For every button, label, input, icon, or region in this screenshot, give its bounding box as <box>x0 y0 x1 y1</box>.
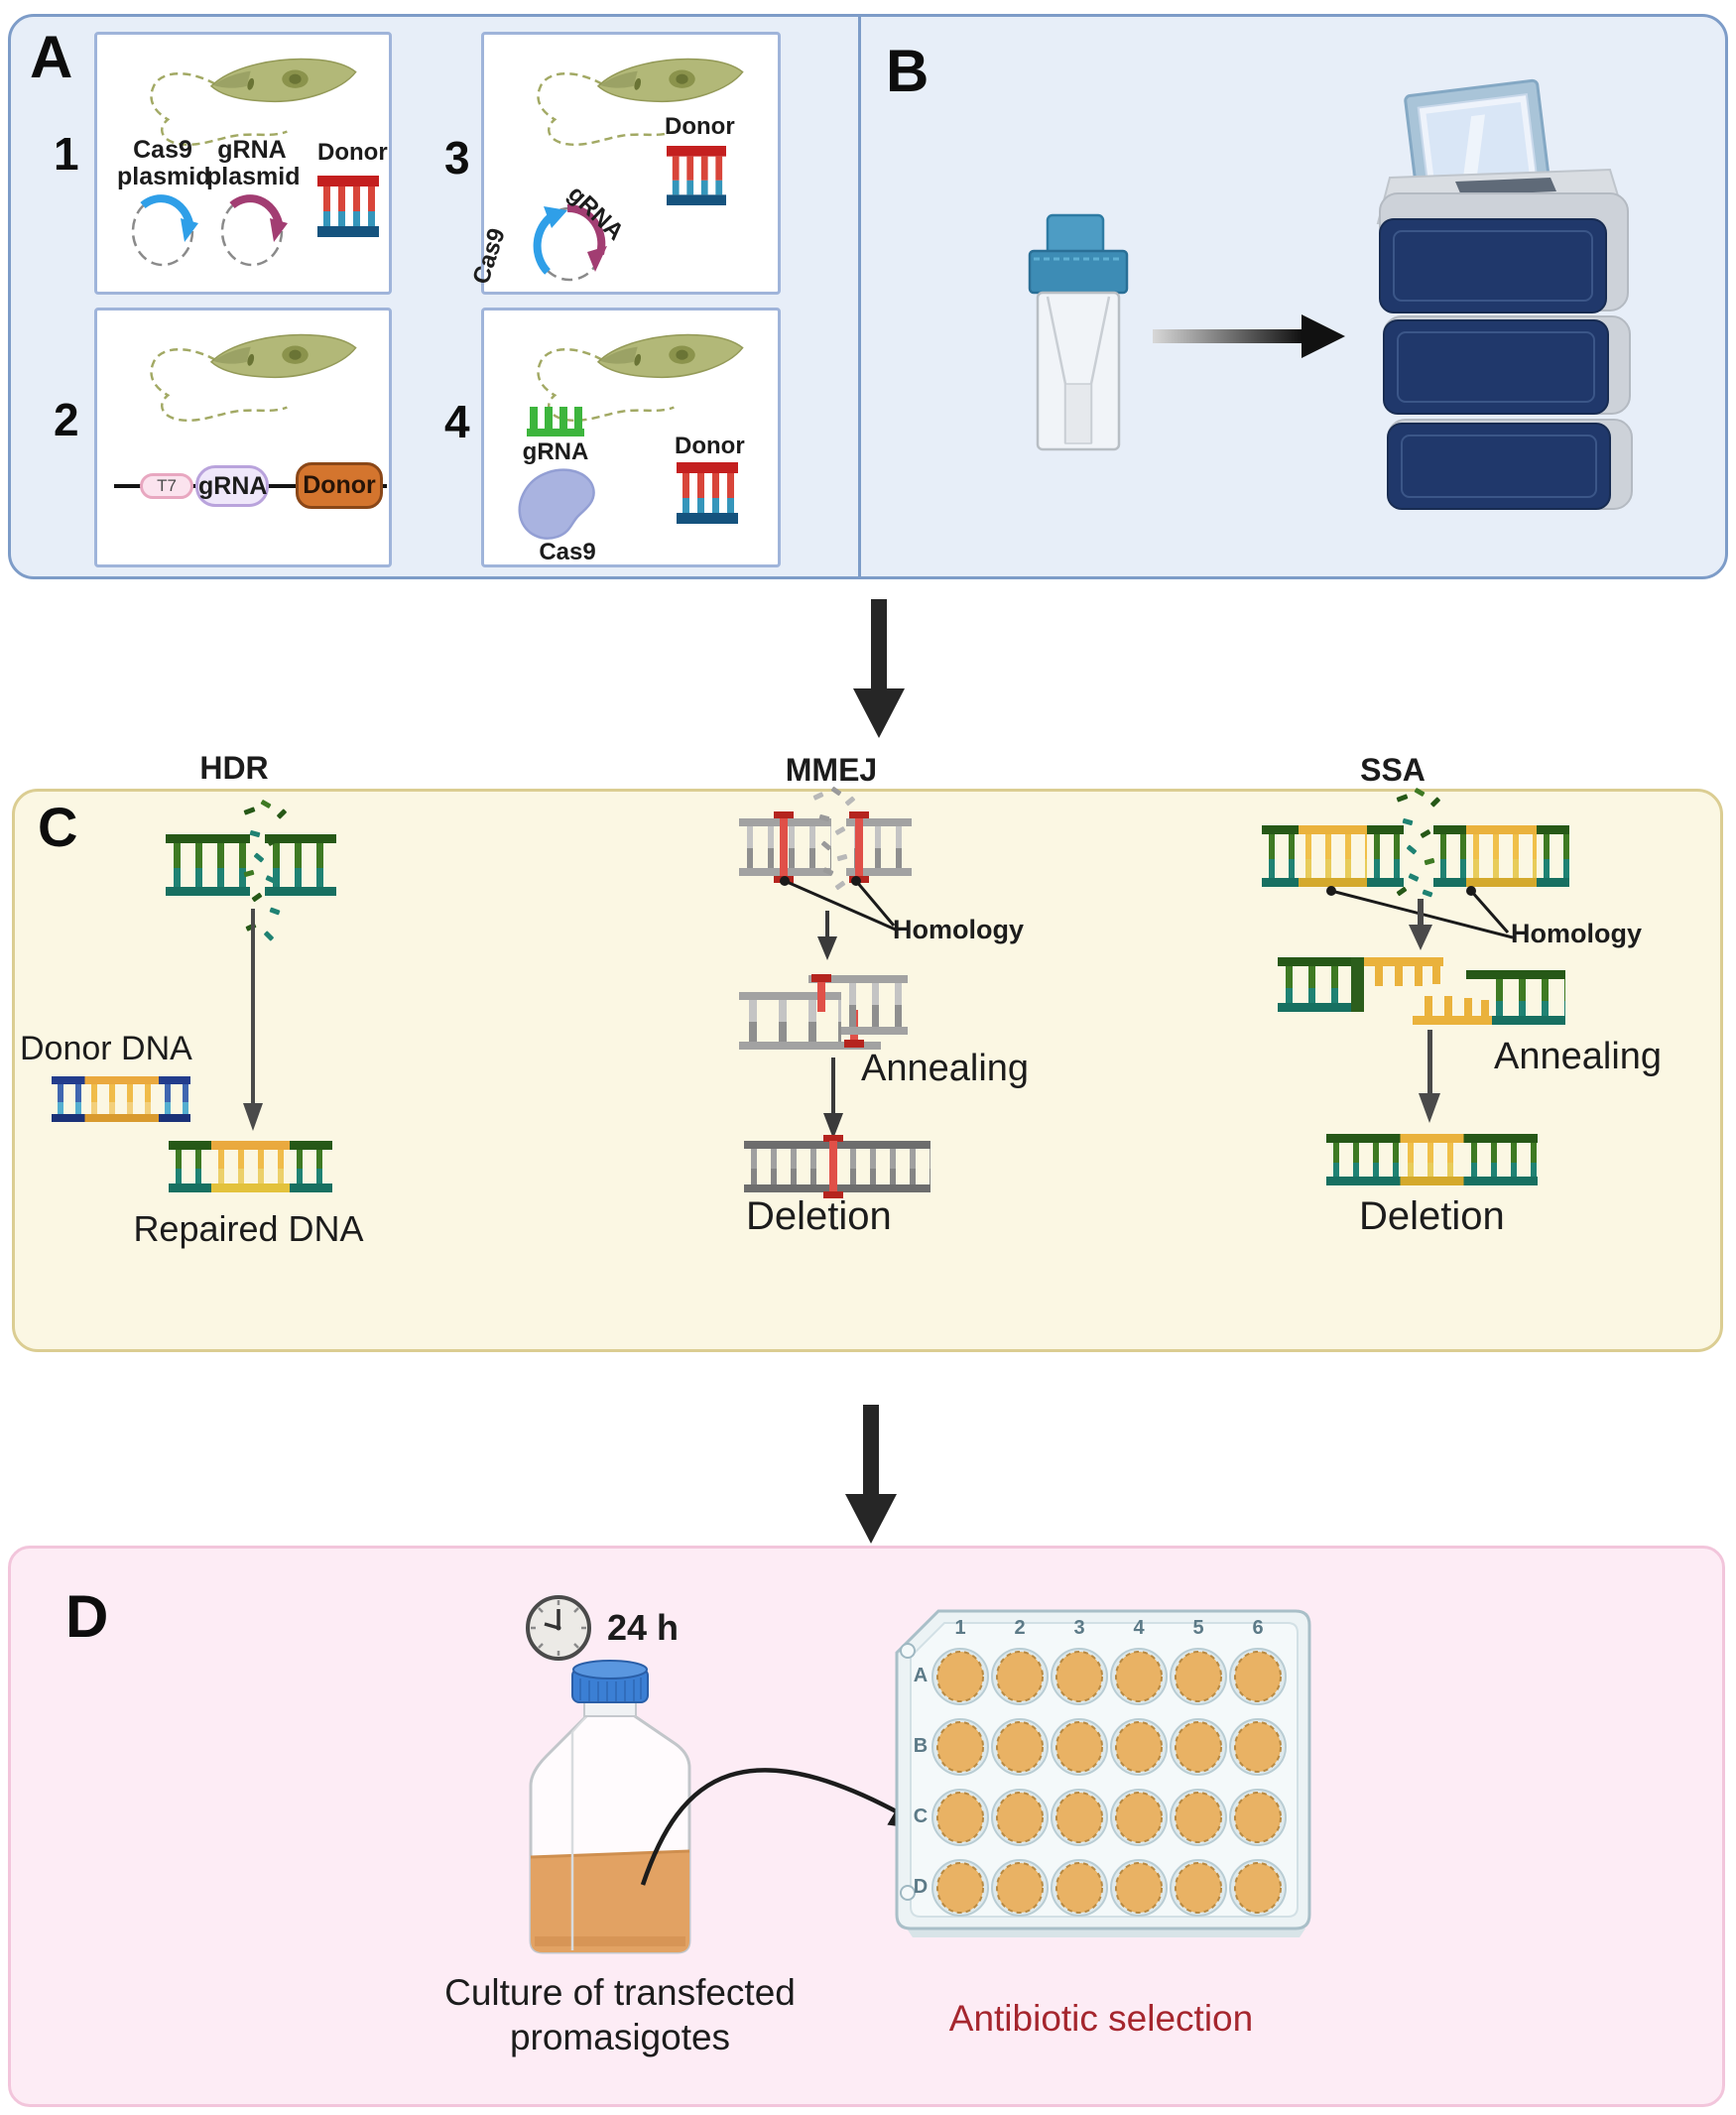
ssa-annealing-label: Annealing <box>1494 1036 1663 1077</box>
donor-label-sub1: Donor <box>317 139 388 166</box>
donor-dna-icon <box>317 176 379 237</box>
donor-dna-label: Donor DNA <box>20 1030 192 1067</box>
plate-row-b: B <box>913 1735 929 1757</box>
electroporator-icon <box>1376 78 1633 510</box>
subpanel-1-number: 1 <box>54 128 79 180</box>
plate-row-d: D <box>913 1876 929 1898</box>
plate-row-c: C <box>913 1805 929 1827</box>
right-arrow-icon <box>1153 314 1345 358</box>
ssa-broken-dna-right-icon <box>1433 825 1569 887</box>
cas9-label-sub4: Cas9 <box>539 539 596 565</box>
mmej-arrow-1-icon <box>817 911 837 960</box>
hdr-broken-dna-left-icon <box>166 834 250 896</box>
promastigote-parasite-icon <box>117 40 360 151</box>
donor-dna-icon <box>667 145 726 206</box>
ssa-broken-dna-left-icon <box>1262 825 1404 887</box>
repaired-dna-ladder-icon <box>169 1141 332 1192</box>
repaired-dna-label: Repaired DNA <box>133 1208 364 1249</box>
grna-plasmid-icon <box>220 194 288 267</box>
ssa-arrow-1-icon <box>1409 899 1432 950</box>
incubation-time-label: 24 h <box>607 1607 680 1648</box>
plate-col-6: 6 <box>1252 1617 1264 1639</box>
down-arrow-icon <box>853 599 905 738</box>
mmej-homology-pointer-icon <box>780 876 899 933</box>
donor-label-sub3: Donor <box>665 113 735 140</box>
subpanel-3-number: 3 <box>444 132 470 184</box>
subpanel-2-number: 2 <box>54 394 79 445</box>
panel-a-label: A <box>30 24 73 90</box>
panel-b-label: B <box>886 38 930 104</box>
ssa-deletion-label: Deletion <box>1359 1194 1505 1238</box>
cas9-grna-plasmid-icon <box>533 203 607 282</box>
t7-box: T7 <box>140 473 193 499</box>
subpanel-4-number: 4 <box>444 396 470 447</box>
plate-col-3: 3 <box>1073 1617 1085 1639</box>
plate-col-1: 1 <box>954 1617 966 1639</box>
plate-row-a: A <box>913 1665 929 1686</box>
well-plate: 1 2 3 4 5 6 A B C D <box>893 1607 1313 1938</box>
panel-ab-divider <box>858 16 861 577</box>
mmej-deletion-dna-icon <box>744 1141 930 1192</box>
electroporation-cuvette-icon <box>1028 213 1129 451</box>
grna-label-sub4: gRNA <box>522 438 589 465</box>
cas9-plasmid-icon <box>131 194 198 267</box>
grna-icon <box>527 407 584 436</box>
well-plate-icon <box>895 1609 1311 1937</box>
mmej-deletion-label: Deletion <box>746 1194 892 1238</box>
panel-d-label: D <box>65 1583 109 1650</box>
plate-col-4: 4 <box>1133 1617 1145 1639</box>
construct-grna-box: gRNA <box>195 465 269 507</box>
plate-col-5: 5 <box>1192 1617 1204 1639</box>
promastigote-parasite-icon <box>117 315 360 427</box>
mmej-title: MMEJ <box>785 752 878 788</box>
panel-c-label: C <box>38 796 78 858</box>
ssa-deletion-dna-icon <box>1326 1134 1538 1185</box>
construct-donor-box: Donor <box>296 462 383 509</box>
culture-flask-icon <box>529 1660 691 1954</box>
selection-caption: Antibiotic selection <box>948 1998 1254 2039</box>
curved-arrow-icon <box>640 1768 930 1886</box>
ssa-homology-label: Homology <box>1511 919 1642 948</box>
donor-dna-icon <box>677 462 738 524</box>
ssa-arrow-2-icon <box>1419 1030 1440 1123</box>
plate-col-2: 2 <box>1014 1617 1026 1639</box>
hdr-title: HDR <box>199 750 269 786</box>
hdr-broken-dna-right-icon <box>265 834 336 896</box>
cas9-protein-icon <box>518 468 595 540</box>
down-arrow-icon <box>845 1405 897 1544</box>
ssa-title: SSA <box>1360 752 1426 788</box>
mmej-homology-label: Homology <box>893 915 1024 944</box>
hdr-down-arrow-icon <box>243 909 263 1131</box>
panel-d <box>8 1546 1725 2107</box>
clock-icon <box>526 1595 591 1661</box>
mmej-arrow-2-icon <box>823 1058 843 1139</box>
donor-dna-ladder-icon <box>52 1076 190 1122</box>
mmej-annealing-label: Annealing <box>861 1048 1030 1089</box>
donor-label-sub4: Donor <box>675 433 745 459</box>
